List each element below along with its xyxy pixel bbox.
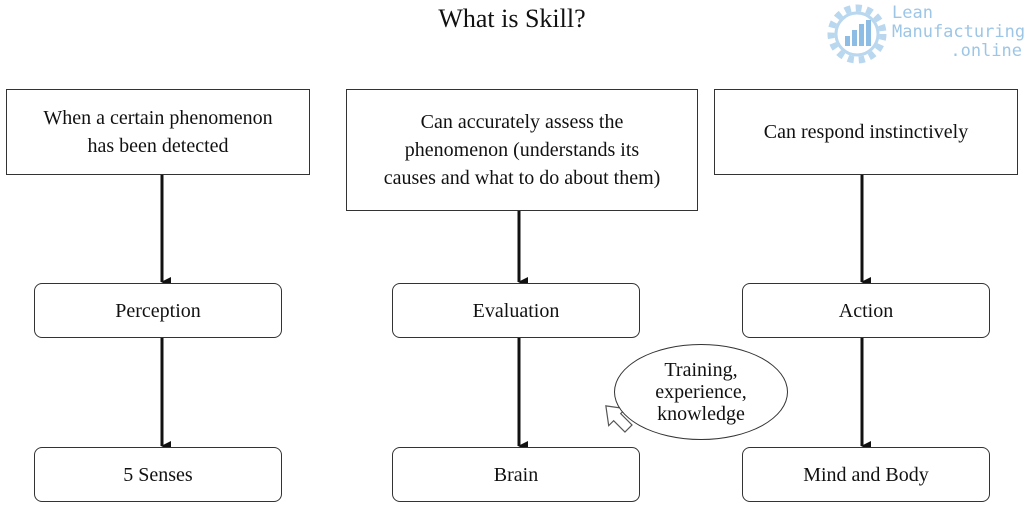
evaluation-box: Evaluation (392, 283, 640, 338)
logo-line-manufacturing: Manufacturing (892, 22, 1024, 42)
training-callout-text: Training, experience, knowledge (655, 359, 747, 425)
callout-arrow (605, 405, 633, 433)
logo-wordmark: Lean Manufacturing .online (892, 3, 1024, 61)
evaluation-text: Evaluation (472, 299, 560, 322)
mind-body-box: Mind and Body (742, 447, 990, 502)
training-callout: Training, experience, knowledge (614, 344, 788, 440)
brain-text: Brain (493, 463, 539, 486)
action-box: Action (742, 283, 990, 338)
gear-chart-icon (827, 4, 887, 64)
response-box: Can respond instinctively (714, 89, 1018, 175)
perception-box: Perception (34, 283, 282, 338)
assessment-text: Can accurately assess the phenomenon (un… (383, 111, 661, 189)
watermark-logo: Lean Manufacturing .online (822, 2, 1024, 66)
perception-text: Perception (115, 299, 201, 322)
mind-body-text: Mind and Body (803, 463, 929, 486)
senses-box: 5 Senses (34, 447, 282, 502)
action-text: Action (838, 299, 894, 322)
logo-line-lean: Lean (892, 3, 933, 23)
logo-line-online: .online (950, 41, 1022, 61)
detection-box: When a certain phenomenon has been detec… (6, 89, 310, 175)
senses-text: 5 Senses (123, 463, 193, 486)
assessment-box: Can accurately assess the phenomenon (un… (346, 89, 698, 211)
diagram-title: What is Skill? (438, 4, 586, 33)
brain-box: Brain (392, 447, 640, 502)
detection-text: When a certain phenomenon has been detec… (43, 107, 273, 157)
response-text: Can respond instinctively (763, 121, 969, 143)
